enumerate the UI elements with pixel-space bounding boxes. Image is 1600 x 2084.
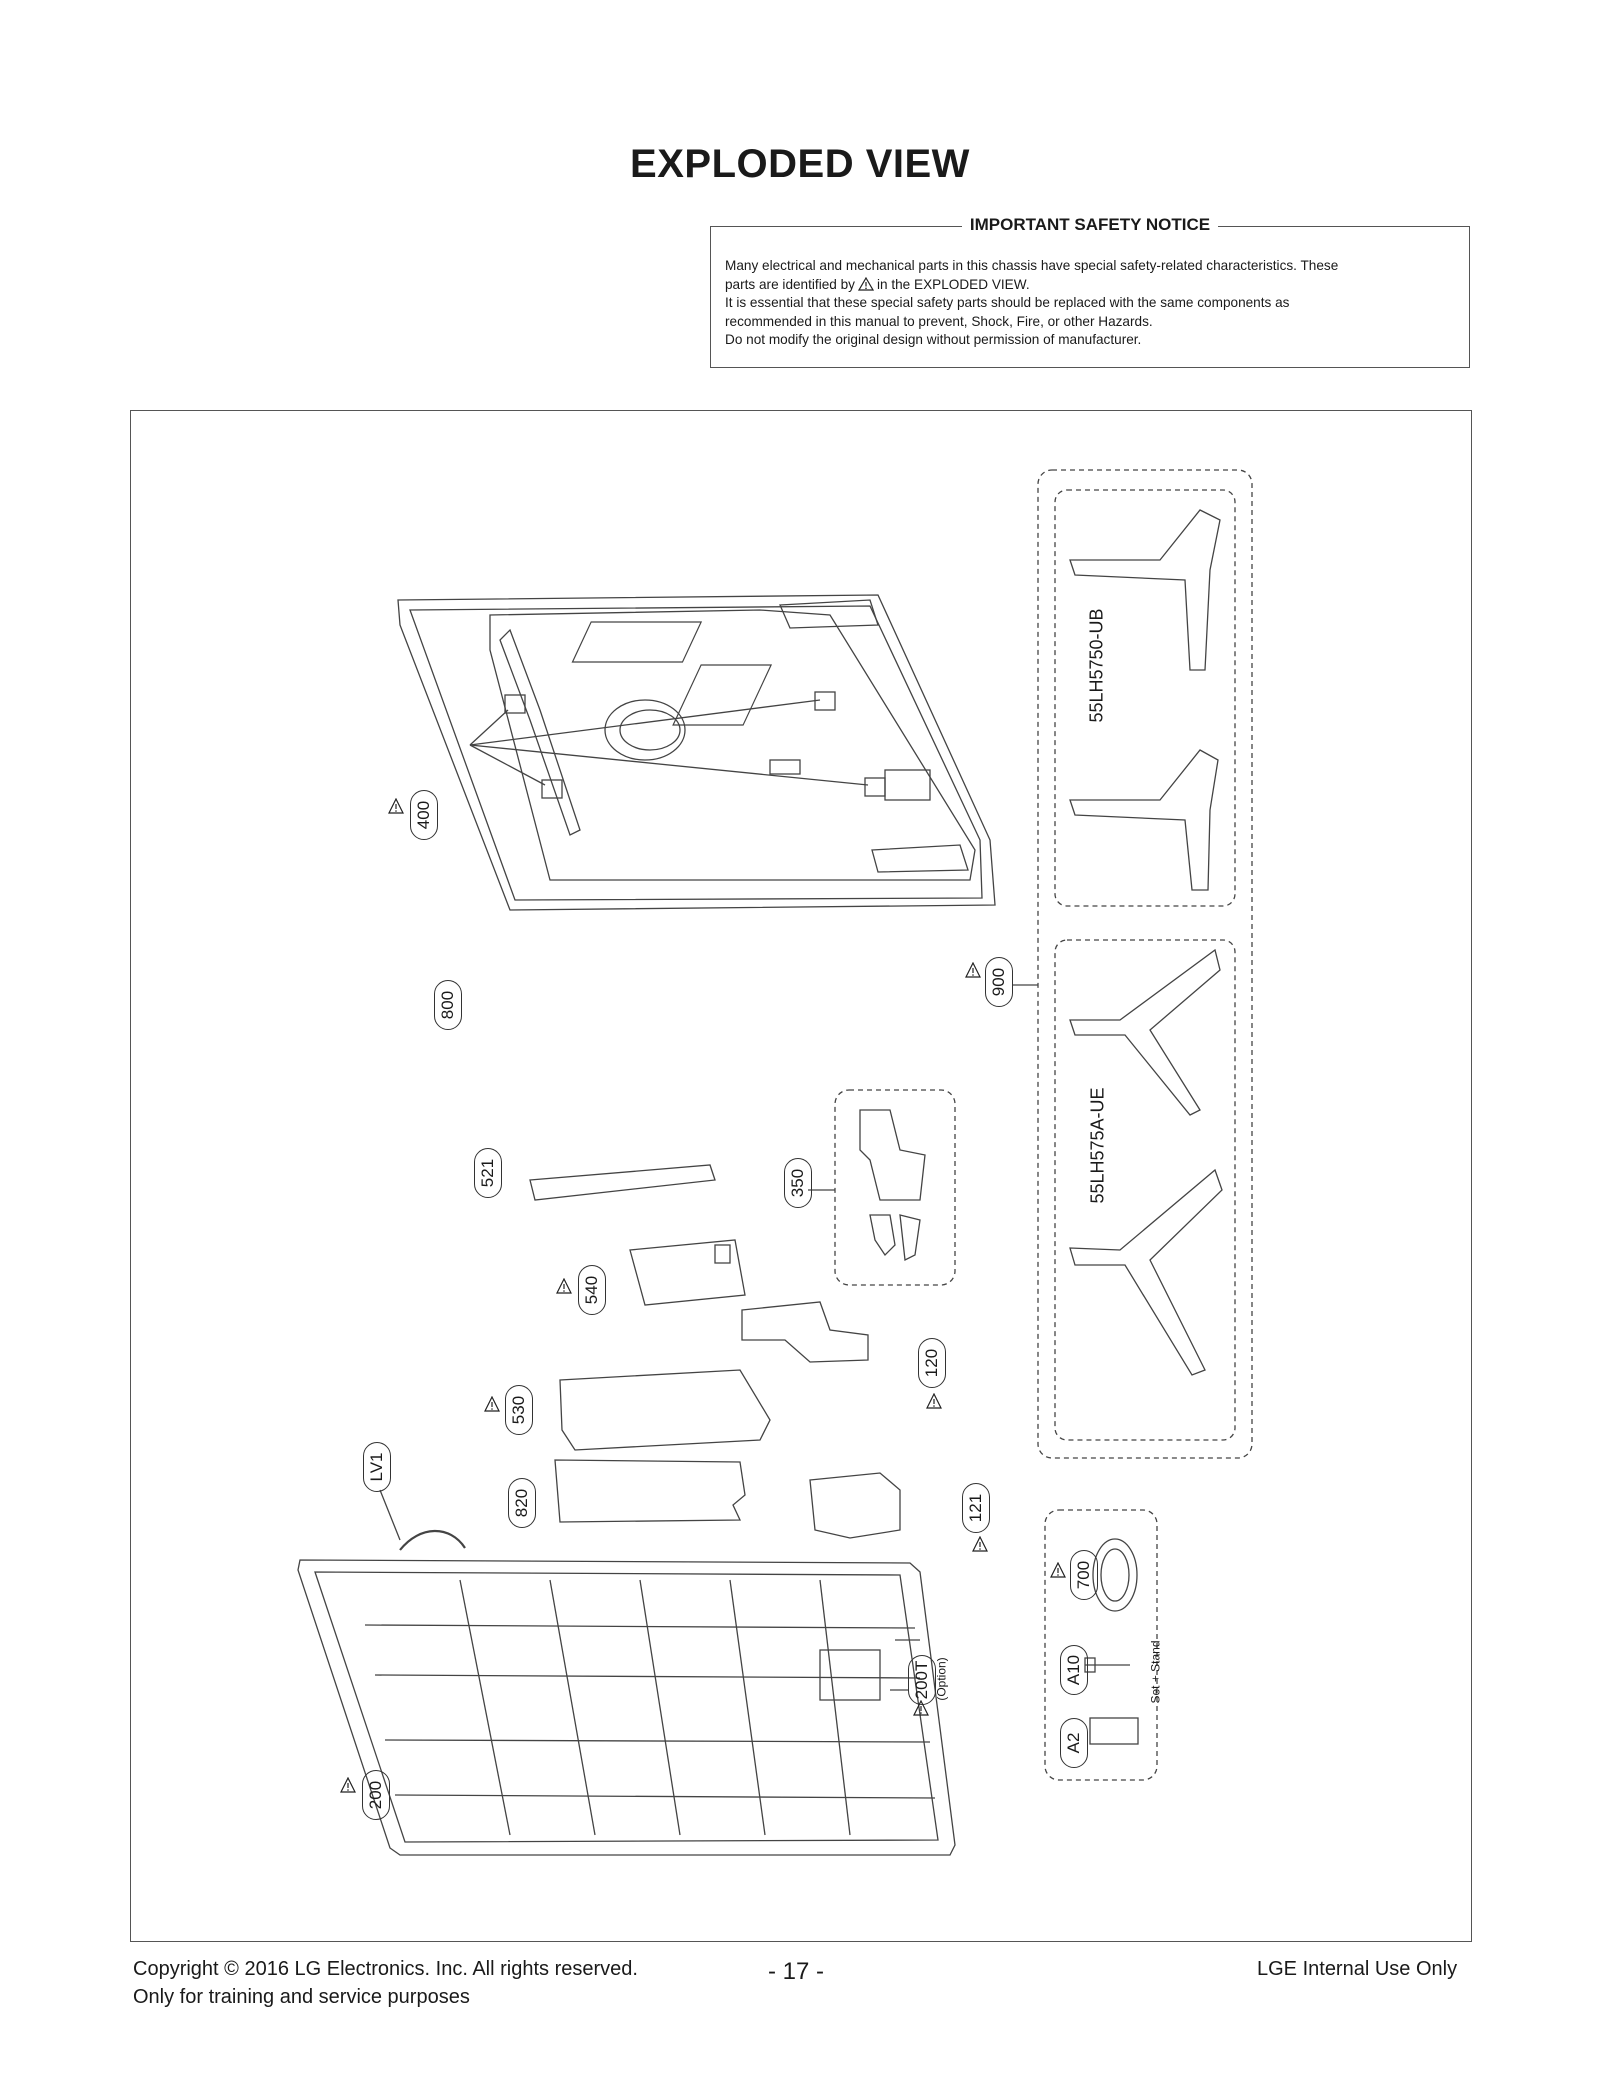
part-200T-label: 200T (908, 1655, 936, 1705)
part-400-label: 400 (410, 790, 438, 840)
warning-triangle-icon (913, 1700, 929, 1716)
warning-triangle-icon (484, 1396, 500, 1412)
set-stand-label: Set + Stand (1148, 1640, 1163, 1704)
footer-training: Only for training and service purposes (133, 1986, 470, 2008)
part-350-label: 350 (784, 1158, 812, 1208)
warning-triangle-icon (857, 276, 874, 291)
notice-line-5: Do not modify the original design withou… (725, 332, 1142, 347)
part-800-label: 800 (434, 980, 462, 1030)
part-540-label: 540 (578, 1265, 606, 1315)
notice-line-1: Many electrical and mechanical parts in … (725, 258, 1339, 273)
model-label-2: 55LH575A-UE (1087, 1087, 1108, 1204)
warning-triangle-icon (972, 1536, 988, 1552)
warning-triangle-icon (965, 962, 981, 978)
notice-line-4: recommended in this manual to prevent, S… (725, 313, 1153, 329)
warning-triangle-icon (340, 1777, 356, 1793)
warning-triangle-icon (556, 1278, 572, 1294)
part-700-label: 700 (1070, 1550, 1098, 1600)
warning-triangle-icon (388, 798, 404, 814)
part-A10-label: A10 (1060, 1645, 1088, 1695)
footer-internal: LGE Internal Use Only (1257, 1958, 1458, 1980)
footer-copyright: Copyright © 2016 LG Electronics. Inc. Al… (133, 1958, 638, 1980)
exploded-view-frame (130, 410, 1472, 1942)
part-900-label: 900 (985, 957, 1013, 1007)
option-label: (Option) (934, 1657, 949, 1701)
page-title: EXPLODED VIEW (630, 142, 970, 186)
back-cover-drawing (397, 594, 996, 911)
warning-triangle-icon (926, 1393, 942, 1409)
part-121-label: 121 (962, 1483, 990, 1533)
part-120-label: 120 (918, 1338, 946, 1388)
part-820-label: 820 (508, 1478, 536, 1528)
stand-drawings (1069, 509, 1223, 1376)
warning-triangle-icon (1050, 1562, 1066, 1578)
safety-notice-box: IMPORTANT SAFETY NOTICE Many electrical … (710, 215, 1470, 368)
notice-line-3: It is essential that these special safet… (725, 295, 1290, 310)
safety-notice-heading: IMPORTANT SAFETY NOTICE (961, 215, 1219, 234)
notice-line-2b: in the EXPLODED VIEW. (876, 276, 1030, 292)
part-A2-label: A2 (1060, 1718, 1088, 1768)
part-LV1-label: LV1 (363, 1442, 391, 1492)
part-521-label: 521 (474, 1148, 502, 1198)
exploded-diagram (297, 469, 1253, 1856)
model-label-1: 55LH5750-UB (1086, 608, 1107, 723)
notice-line-2a: parts are identified by (725, 276, 855, 292)
chassis-drawing (297, 1559, 956, 1856)
part-530-label: 530 (505, 1385, 533, 1435)
safety-notice-text: Many electrical and mechanical parts in … (725, 257, 1455, 350)
brackets-drawing (469, 691, 886, 799)
page-number: - 17 - (768, 1958, 825, 1985)
part-200-label: 200 (362, 1770, 390, 1820)
